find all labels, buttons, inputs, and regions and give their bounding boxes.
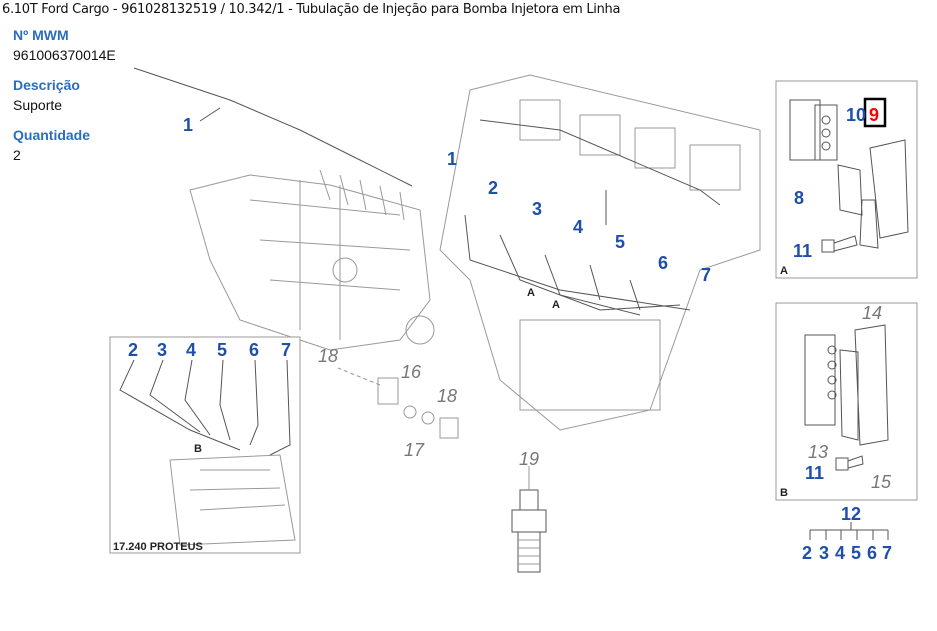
callout-18[interactable]: 18 [437,386,457,406]
inset-caption: 17.240 PROTEUS [113,541,203,553]
callout-4[interactable]: 4 [573,217,583,237]
group-callout-6[interactable]: 6 [867,543,877,563]
callout-9-highlighted[interactable]: 9 [869,105,879,125]
detail-box-a: 8 10 9 11 A [775,80,918,279]
page-title: 6.10T Ford Cargo - 961028132519 / 10.342… [2,2,621,17]
group-callout-3[interactable]: 3 [819,543,829,563]
group-callout-2[interactable]: 2 [802,543,812,563]
callout-16[interactable]: 16 [401,362,422,382]
callout-11[interactable]: 11 [793,241,812,261]
callout-18[interactable]: 18 [318,346,338,366]
group-12: 12 2 3 4 5 6 7 [802,504,892,563]
callout-15[interactable]: 15 [871,472,892,492]
detail-box-b: 14 13 11 15 B [775,302,918,501]
description-label: Descrição [13,77,80,93]
callout-3[interactable]: 3 [532,199,542,219]
inset-proteus: 2 3 4 5 6 7 B 17.240 PROTEUS [109,336,301,554]
svg-text:A: A [527,287,535,299]
callout-1[interactable]: 1 [183,115,193,135]
callout-6[interactable]: 6 [658,253,668,273]
svg-text:A: A [552,299,560,311]
callout-19[interactable]: 19 [519,449,539,469]
description-value: Suporte [13,97,63,113]
engine-drawing [439,74,761,431]
marker-a: A [780,265,788,277]
inset-callout-6[interactable]: 6 [249,340,259,360]
callout-11[interactable]: 11 [805,463,824,483]
group-callout-4[interactable]: 4 [835,543,845,563]
inset-callout-3[interactable]: 3 [157,340,167,360]
inset-callout-4[interactable]: 4 [186,340,196,360]
callout-17[interactable]: 17 [404,440,425,460]
callout-12[interactable]: 12 [841,504,861,524]
return-line-drawing [133,67,413,187]
highlight-box [863,97,887,128]
mwm-value: 961006370014E [13,47,116,63]
inset-callout-5[interactable]: 5 [217,340,227,360]
mwm-label: Nº MWM [13,27,69,43]
quantity-label: Quantidade [13,127,91,143]
callout-8[interactable]: 8 [794,188,804,208]
callout-5[interactable]: 5 [615,232,625,252]
callout-7[interactable]: 7 [701,265,711,285]
callout-1[interactable]: 1 [447,149,457,169]
injection-pump-drawing [189,169,459,439]
group-callout-7[interactable]: 7 [882,543,892,563]
callout-10[interactable]: 10 [846,105,866,125]
callout-14[interactable]: 14 [862,303,882,323]
quantity-value: 2 [13,147,21,163]
marker-b: B [780,487,788,499]
inset-callout-2[interactable]: 2 [128,340,138,360]
callout-13[interactable]: 13 [808,442,828,462]
group-callout-5[interactable]: 5 [851,543,861,563]
inset-marker-b: B [194,443,202,455]
fitting-19-drawing [511,466,547,573]
inset-callout-7[interactable]: 7 [281,340,291,360]
callout-2[interactable]: 2 [488,178,498,198]
